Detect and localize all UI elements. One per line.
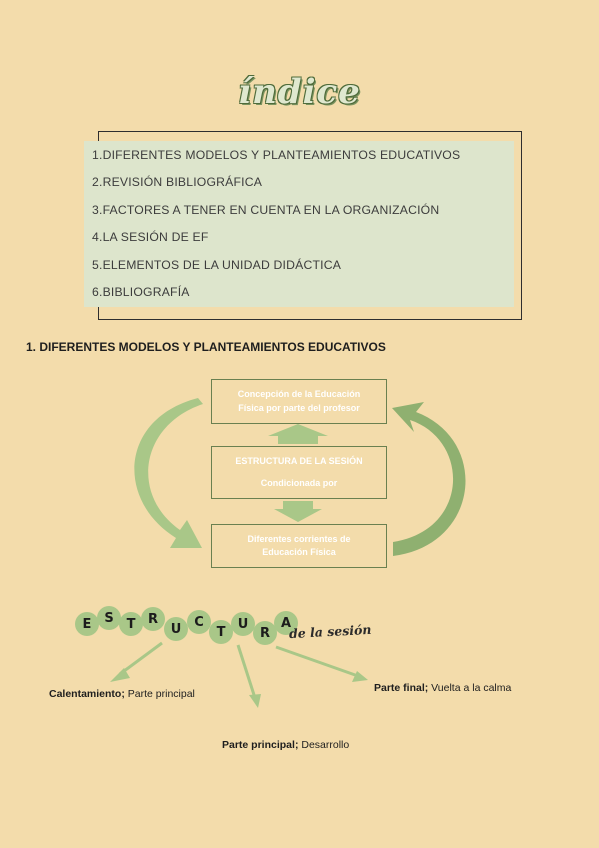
page-title: índice xyxy=(238,72,361,112)
box-structure: ESTRUCTURA DE LA SESIÓN Condicionada por xyxy=(211,446,387,499)
letter-bubble-r: R xyxy=(141,607,165,631)
section-heading: 1. DIFERENTES MODELOS Y PLANTEAMIENTOS E… xyxy=(26,340,386,354)
up-arrow xyxy=(268,424,328,444)
box-currents-line1: Diferentes corrientes de xyxy=(247,533,351,544)
box-conception-line1: Concepción de la Educación xyxy=(237,389,361,399)
index-list: 1.DIFERENTES MODELOS Y PLANTEAMIENTOS ED… xyxy=(92,145,514,309)
branch-arrowhead-right xyxy=(352,671,368,682)
letter-bubble-u: U xyxy=(164,617,188,641)
branch-label-left-rest: Parte principal xyxy=(124,688,195,700)
branch-label-bottom: Parte principal; Desarrollo xyxy=(222,739,349,751)
branch-arrowhead-bottom xyxy=(249,694,261,708)
branch-arrow-left xyxy=(119,641,163,676)
box-structure-line2: Condicionada por xyxy=(260,477,338,488)
index-item-3[interactable]: 3.FACTORES A TENER EN CUENTA EN LA ORGAN… xyxy=(92,202,440,217)
index-panel: 1.DIFERENTES MODELOS Y PLANTEAMIENTOS ED… xyxy=(84,141,514,307)
index-item-5[interactable]: 5.ELEMENTOS DE LA UNIDAD DIDÁCTICA xyxy=(92,257,342,272)
letter-bubble-e: E xyxy=(75,612,99,636)
index-item-4[interactable]: 4.LA SESIÓN DE EF xyxy=(92,230,209,245)
letter-bubble-r2: R xyxy=(253,621,277,645)
branch-arrowhead-left xyxy=(110,668,130,682)
branch-label-bottom-bold: Parte principal; xyxy=(222,739,299,751)
index-item-6[interactable]: 6.BIBLIOGRAFÍA xyxy=(92,284,190,299)
box-conception-line2: Física por parte del profesor xyxy=(238,402,360,413)
letter-bubble-a: A xyxy=(274,611,298,635)
branch-label-right: Parte final; Vuelta a la calma xyxy=(374,682,511,694)
index-item-1[interactable]: 1.DIFERENTES MODELOS Y PLANTEAMIENTOS ED… xyxy=(92,148,461,162)
branch-arrow-bottom xyxy=(236,644,257,699)
box-conception: Concepción de la Educación Física por pa… xyxy=(211,379,387,424)
letter-bubble-s: S xyxy=(97,606,121,630)
branch-label-right-bold: Parte final; xyxy=(374,682,429,694)
branch-label-left-bold: Calentamiento; xyxy=(49,688,125,700)
letter-bubble-t: T xyxy=(119,612,143,636)
box-currents: Diferentes corrientes de Educación Físic… xyxy=(211,524,387,568)
branch-arrow-right xyxy=(275,645,359,678)
down-arrow xyxy=(274,501,322,522)
right-curved-arrow xyxy=(392,402,466,556)
branch-label-right-rest: Vuelta a la calma xyxy=(428,682,512,694)
box-currents-line2: Educación Física xyxy=(262,547,336,557)
letter-bubble-c: C xyxy=(187,610,211,634)
letter-bubble-t2: T xyxy=(209,620,233,644)
left-curved-arrow xyxy=(134,398,203,548)
branch-label-left: Calentamiento; Parte principal xyxy=(49,688,195,700)
branch-label-bottom-rest: Desarrollo xyxy=(298,739,350,751)
box-structure-line1: ESTRUCTURA DE LA SESIÓN xyxy=(235,456,363,466)
letter-bubble-u2: U xyxy=(231,612,255,636)
index-item-2[interactable]: 2.REVISIÓN BIBLIOGRÁFICA xyxy=(92,175,263,190)
